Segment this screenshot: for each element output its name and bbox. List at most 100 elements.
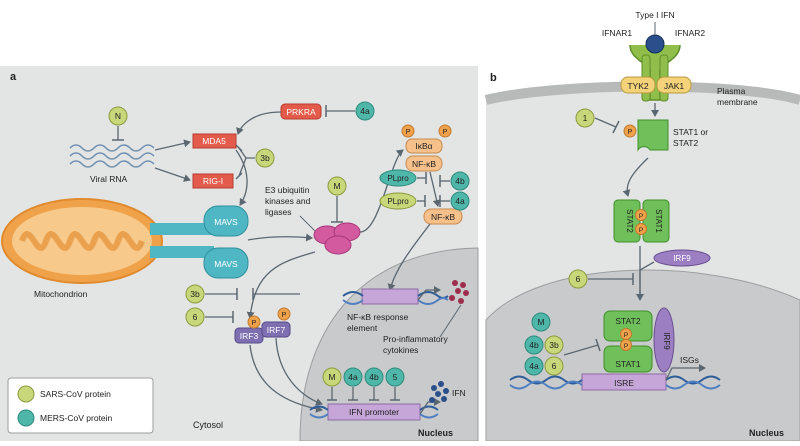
nucleus-a-label: Nucleus bbox=[418, 428, 453, 438]
p-irf3 bbox=[247, 315, 261, 329]
protein-m-bot-label: M bbox=[328, 372, 335, 382]
irf9-top-label: IRF9 bbox=[673, 254, 691, 263]
p-irf3-label: P bbox=[252, 320, 257, 327]
jak1-box bbox=[656, 76, 692, 94]
proinflammatory-label-2: cytokines bbox=[383, 345, 418, 355]
protein-m bbox=[327, 176, 347, 196]
tyk2-box bbox=[620, 76, 656, 94]
p-stat bbox=[623, 124, 637, 138]
protein-4b-mers-label: 4b bbox=[455, 176, 465, 186]
jak1-label: JAK1 bbox=[664, 81, 685, 91]
nfkb-response-label-1: NF-κB response bbox=[347, 312, 409, 322]
mda5-box bbox=[192, 133, 237, 149]
plpro-top-label: PLpro bbox=[387, 174, 409, 183]
prkra-label: PRKRA bbox=[286, 107, 316, 117]
plpro-bottom-label: PLpro bbox=[387, 197, 409, 206]
protein-m-b bbox=[531, 312, 551, 332]
nfkb-top-label: NF-κB bbox=[412, 159, 436, 169]
protein-3b-mid-label: 3b bbox=[190, 289, 200, 299]
nfkb-bottom-box bbox=[423, 208, 463, 225]
p-ikba-2-label: P bbox=[443, 129, 448, 136]
legend-mers-label: MERS-CoV protein bbox=[40, 413, 113, 423]
p-dimer-1-label: P bbox=[639, 213, 643, 220]
ifn-promoter-box bbox=[327, 403, 421, 421]
e3-label-3: ligases bbox=[265, 207, 291, 217]
protein-3b-b-label: 3b bbox=[549, 340, 559, 350]
protein-4a-bot-label: 4a bbox=[348, 372, 358, 382]
protein-6-b-top-label: 6 bbox=[576, 274, 581, 284]
e3-complex bbox=[313, 222, 361, 255]
protein-1 bbox=[575, 108, 595, 128]
legend-sars-swatch bbox=[17, 385, 35, 403]
stat2-dimer-label: STAT2 bbox=[625, 209, 634, 233]
protein-6-a bbox=[185, 307, 205, 327]
mavs: MAVS MAVS bbox=[150, 205, 249, 279]
p-irf7-label: P bbox=[282, 312, 287, 319]
protein-3b-b bbox=[544, 335, 564, 355]
mavs-top-label: MAVS bbox=[214, 217, 238, 227]
p-ikba-1-label: P bbox=[406, 129, 411, 136]
nfkb-bottom-label: NF-κB bbox=[431, 212, 455, 222]
p-dimer-2-label: P bbox=[639, 227, 643, 234]
mda5-label: MDA5 bbox=[202, 136, 226, 146]
protein-4b-mers bbox=[450, 171, 470, 191]
irf7-label: IRF7 bbox=[267, 325, 286, 335]
protein-1-label: 1 bbox=[583, 113, 588, 123]
e3-label-2: kinases and bbox=[265, 196, 311, 206]
panel-a: a Cytosol Nucleus Mitochondrion MAVS MAV… bbox=[0, 66, 479, 442]
plasma-membrane-label-2: membrane bbox=[717, 97, 758, 107]
ifn-label: IFN bbox=[452, 388, 466, 398]
proinflammatory-label-1: Pro-inflammatory bbox=[383, 334, 448, 344]
p-ikba-1 bbox=[401, 124, 415, 138]
p-complex-2-label: P bbox=[624, 343, 628, 350]
protein-4b-b-label: 4b bbox=[529, 340, 539, 350]
legend-sars-label: SARS-CoV protein bbox=[40, 389, 111, 399]
protein-m-label: M bbox=[333, 181, 340, 191]
ifnar1-label: IFNAR1 bbox=[602, 28, 633, 38]
stat-label-2: STAT2 bbox=[673, 138, 698, 148]
p-complex-1-label: P bbox=[624, 332, 628, 339]
nfkb-response-box bbox=[361, 288, 419, 305]
stat-label-1: STAT1 or bbox=[673, 127, 708, 137]
viral-rna: Viral RNA bbox=[69, 144, 155, 184]
protein-4a-top bbox=[355, 101, 375, 121]
protein-m-b-label: M bbox=[537, 317, 544, 327]
plpro-top bbox=[379, 169, 417, 187]
mitochondrion-label: Mitochondrion bbox=[34, 289, 88, 299]
irf9-top bbox=[653, 249, 711, 267]
ifn-dots bbox=[429, 381, 449, 403]
protein-6-b-bot-label: 6 bbox=[552, 361, 557, 371]
protein-n-label: N bbox=[115, 111, 121, 121]
protein-4b-bot-label: 4b bbox=[369, 372, 379, 382]
type1-ifn-label: Type I IFN bbox=[635, 10, 674, 20]
protein-4b-b bbox=[524, 335, 544, 355]
protein-6-a-label: 6 bbox=[193, 312, 198, 322]
protein-4a-top-label: 4a bbox=[360, 106, 370, 116]
isgf3-complex bbox=[603, 307, 675, 373]
irf7-box bbox=[261, 321, 291, 338]
p-irf7 bbox=[277, 307, 291, 321]
protein-n bbox=[108, 106, 128, 126]
mavs-bottom-label: MAVS bbox=[214, 259, 238, 269]
protein-4a-mers-label: 4a bbox=[455, 196, 465, 206]
p-ikba-2 bbox=[438, 124, 452, 138]
protein-6-b-bot bbox=[544, 356, 564, 376]
nfkb-top-box bbox=[405, 155, 443, 172]
protein-4a-mers bbox=[450, 191, 470, 211]
cytokine-dots bbox=[449, 280, 469, 304]
ifn-promoter-label: IFN promoter bbox=[349, 407, 399, 417]
isre-label: ISRE bbox=[614, 378, 634, 388]
rig-i-label: RIG-I bbox=[203, 176, 223, 186]
p-stat-label: P bbox=[628, 129, 633, 136]
nfkb-response-label-2: element bbox=[347, 323, 378, 333]
protein-4a-b-label: 4a bbox=[529, 361, 539, 371]
protein-3b-mid bbox=[185, 284, 205, 304]
stat1-complex-label: STAT1 bbox=[615, 359, 640, 369]
plpro-bottom bbox=[379, 192, 417, 210]
panel-b-letter: b bbox=[490, 72, 497, 84]
ikba-label: IκBα bbox=[415, 141, 432, 151]
tyk2-label: TYK2 bbox=[627, 81, 649, 91]
cytosol-label: Cytosol bbox=[193, 420, 223, 430]
stat-dimer: STAT2 STAT1 bbox=[613, 199, 670, 243]
